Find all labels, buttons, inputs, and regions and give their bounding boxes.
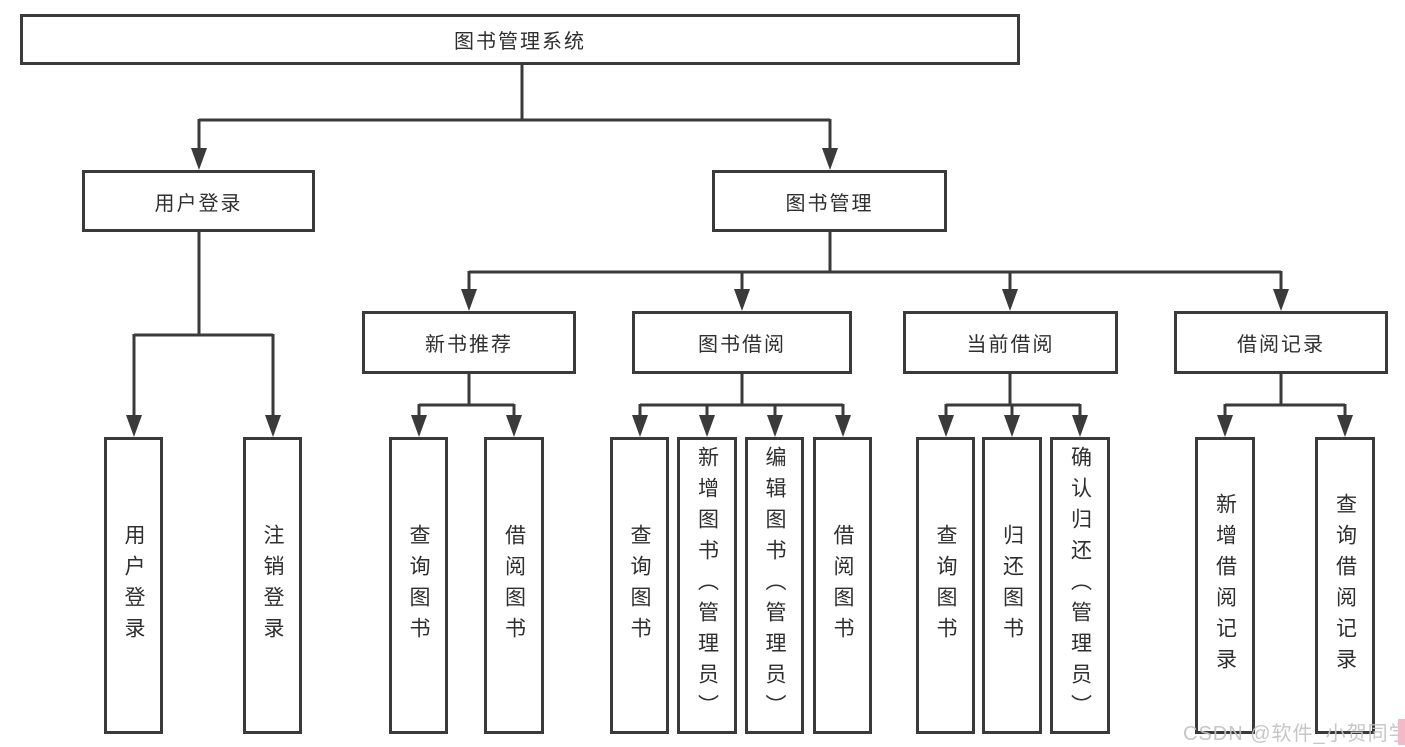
leaf-query-borrow-record-label: 查询借阅记录 [1333, 492, 1357, 679]
arrowhead [767, 415, 783, 437]
leaf-borrow-books-recommend: 借阅图书 [484, 437, 544, 734]
leaf-add-borrow-record: 新增借阅记录 [1195, 437, 1255, 734]
arrowhead [835, 415, 851, 437]
arrowhead [411, 415, 427, 437]
node-borrow-records-label: 借阅记录 [1237, 334, 1325, 356]
arrowhead [699, 415, 715, 437]
node-user-login-branch: 用户登录 [82, 170, 315, 232]
arrowhead [1002, 289, 1018, 311]
leaf-logout: 注销登录 [243, 437, 302, 734]
node-user-login-branch-label: 用户登录 [154, 192, 243, 215]
arrowhead [1217, 415, 1233, 437]
leaf-add-books-admin: 新增图书（管理员） [677, 437, 737, 734]
connector-book-mgmt-to-sections [461, 232, 1289, 311]
leaf-borrow-books-borrowing-label: 借阅图书 [831, 523, 855, 648]
leaf-query-books-borrowing: 查询图书 [610, 437, 669, 734]
leaf-query-borrow-record: 查询借阅记录 [1315, 437, 1375, 734]
arrowhead [938, 415, 954, 437]
leaf-return-books: 归还图书 [982, 437, 1042, 734]
leaf-borrow-books-recommend-label: 借阅图书 [502, 523, 526, 648]
connector-records-to-leaves [1217, 374, 1353, 437]
node-new-book-recommend: 新书推荐 [362, 311, 576, 374]
arrowhead [461, 289, 477, 311]
leaf-query-books-current-label: 查询图书 [934, 523, 958, 648]
connector-user-login-to-leaves [126, 232, 281, 437]
leaf-query-books-recommend: 查询图书 [389, 437, 448, 734]
arrowhead [822, 148, 838, 170]
connector-new-books-to-leaves [411, 374, 522, 437]
arrowhead [734, 289, 750, 311]
leaf-query-books-current: 查询图书 [916, 437, 975, 734]
leaf-user-login: 用户登录 [104, 437, 163, 734]
leaf-edit-books-admin: 编辑图书（管理员） [745, 437, 804, 734]
node-book-borrowing: 图书借阅 [632, 311, 852, 374]
node-book-borrowing-label: 图书借阅 [698, 334, 786, 356]
node-book-management-label: 图书管理 [785, 192, 874, 215]
arrowhead [506, 415, 522, 437]
leaf-user-login-label: 用户登录 [122, 523, 146, 648]
arrowhead [191, 148, 207, 170]
leaf-logout-label: 注销登录 [261, 523, 285, 648]
leaf-query-books-borrowing-label: 查询图书 [628, 523, 652, 648]
arrowhead [1273, 289, 1289, 311]
watermark-accent [1398, 719, 1405, 745]
node-current-borrowing-label: 当前借阅 [966, 334, 1055, 356]
leaf-add-books-admin-label: 新增图书（管理员） [695, 446, 719, 725]
node-root-label: 图书管理系统 [454, 31, 586, 53]
leaf-borrow-books-borrowing: 借阅图书 [813, 437, 872, 734]
node-book-management-branch: 图书管理 [712, 170, 947, 232]
connector-borrowing-to-leaves [632, 374, 851, 437]
node-new-book-recommend-label: 新书推荐 [425, 334, 513, 356]
arrowhead [265, 415, 281, 437]
node-borrow-records: 借阅记录 [1174, 311, 1388, 374]
leaf-confirm-return-admin-label: 确认归还（管理员） [1068, 446, 1092, 725]
node-current-borrowing: 当前借阅 [903, 311, 1118, 374]
csdn-watermark: CSDN @软件_小贺同学 [1183, 723, 1405, 745]
leaf-add-borrow-record-label: 新增借阅记录 [1213, 492, 1237, 679]
arrowhead [1337, 415, 1353, 437]
leaf-query-books-recommend-label: 查询图书 [407, 523, 431, 648]
arrowhead [126, 415, 142, 437]
arrowhead [632, 415, 648, 437]
leaf-confirm-return-admin: 确认归还（管理员） [1050, 437, 1110, 734]
connector-current-to-leaves [938, 374, 1088, 437]
arrowhead [1072, 415, 1088, 437]
node-root-library-system: 图书管理系统 [20, 14, 1020, 65]
connector-root-to-level2 [191, 65, 838, 170]
leaf-return-books-label: 归还图书 [1000, 523, 1024, 648]
leaf-edit-books-admin-label: 编辑图书（管理员） [763, 446, 787, 725]
arrowhead [1004, 415, 1020, 437]
